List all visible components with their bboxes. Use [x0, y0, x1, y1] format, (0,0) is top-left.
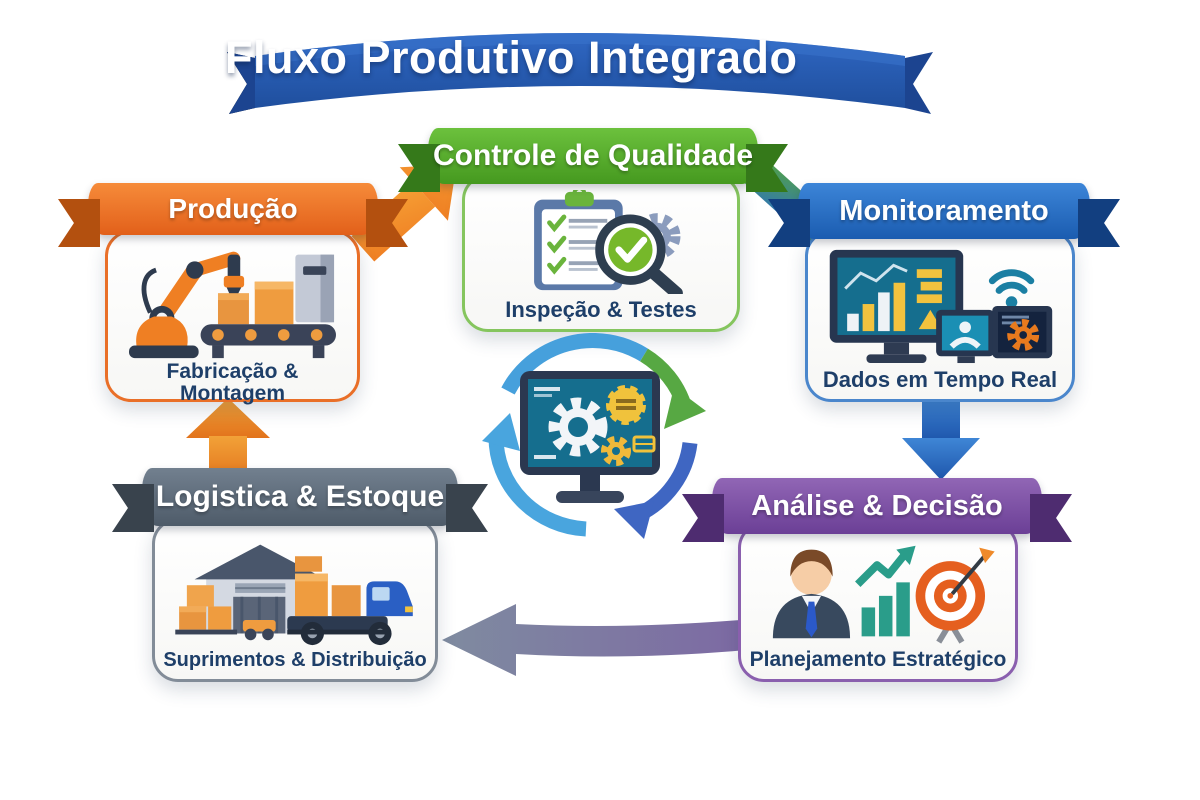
checklist-magnifier-gear-icon	[471, 187, 731, 298]
banner-monitoramento: Monitoramento	[798, 183, 1090, 239]
card-analise: Planejamento Estratégico	[738, 522, 1018, 682]
caption-producao: Fabricação & Montagem	[166, 360, 299, 406]
title-ribbon	[227, 33, 933, 114]
card-producao: Fabricação & Montagem	[105, 230, 360, 406]
arrow-monitoramento-to-analise	[902, 396, 980, 480]
caption-monitoramento: Dados em Tempo Real	[822, 366, 1058, 392]
sync-cycle-monitor-gears-icon	[482, 333, 706, 539]
card-qualidade: Inspeção & Testes	[462, 174, 740, 332]
page-title: Fluxo Produtivo Integrado	[225, 32, 798, 83]
banner-qualidade: Controle de Qualidade	[428, 128, 758, 184]
caption-logistica: Suprimentos & Distribuição	[163, 649, 427, 671]
banner-producao: Produção	[88, 183, 378, 235]
caption-analise: Planejamento Estratégico	[749, 647, 1007, 671]
warehouse-truck-icon	[161, 531, 429, 650]
card-logistica: Suprimentos & Distribuição	[152, 518, 438, 682]
caption-qualidade: Inspeção & Testes	[505, 296, 697, 322]
analyst-growth-target-icon	[747, 535, 1009, 649]
dashboard-monitors-wifi-icon	[814, 243, 1066, 368]
card-monitoramento: Dados em Tempo Real	[805, 230, 1075, 402]
robot-arm-conveyor-icon	[114, 243, 351, 361]
banner-logistica: Logistica & Estoque	[142, 468, 458, 526]
banner-analise: Análise & Decisão	[712, 478, 1042, 534]
